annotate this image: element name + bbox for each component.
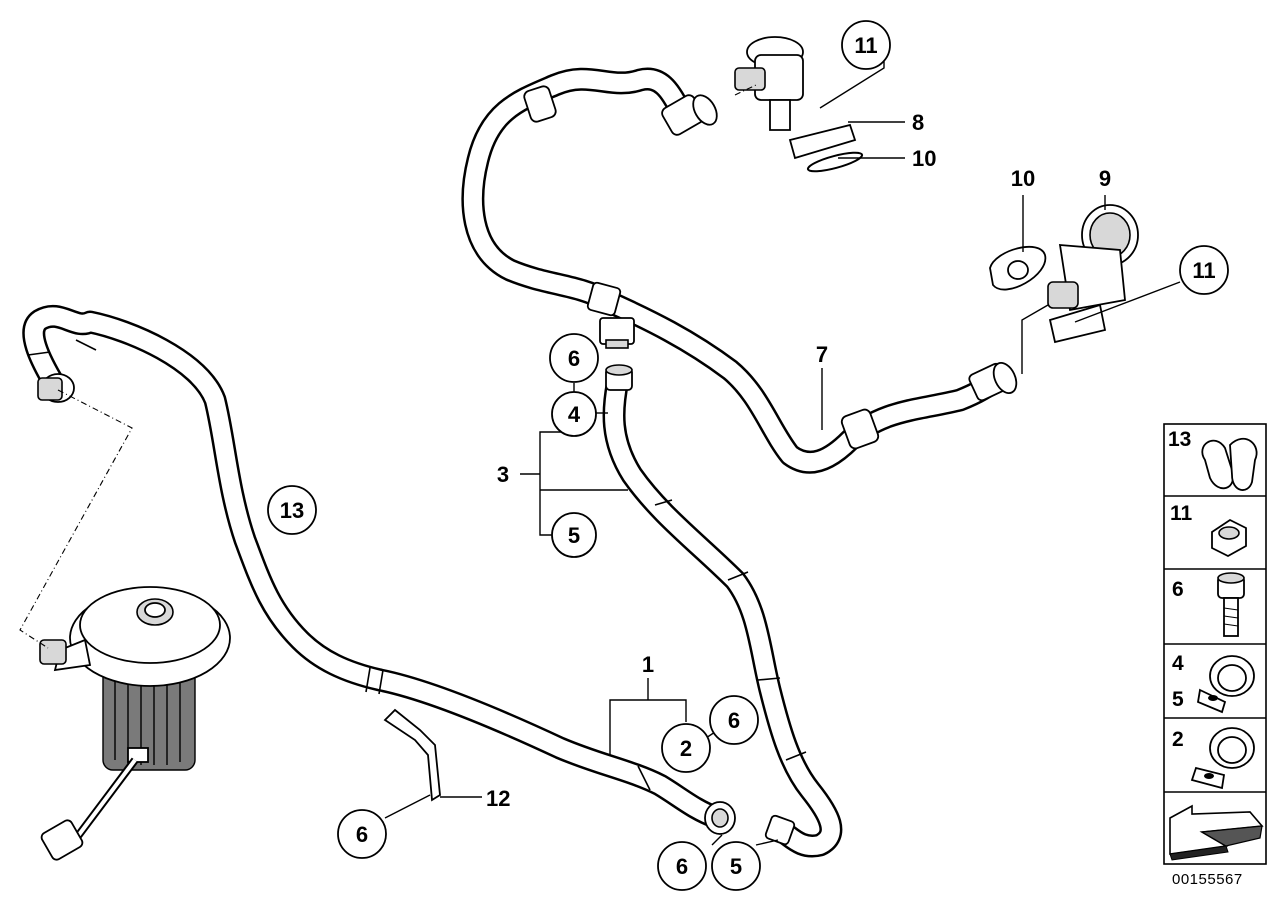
bracket-12: [383, 708, 441, 802]
label-8: 8: [912, 110, 924, 135]
hex-nut-icon: [1211, 518, 1247, 558]
hose-13-connector: [37, 373, 75, 403]
svg-text:13: 13: [1168, 428, 1191, 451]
legend-item-11: 11: [1170, 502, 1247, 558]
legend-item-13: 13: [1168, 428, 1258, 491]
label-10-right: 10: [1011, 166, 1035, 191]
pipe-clamp-icon: [1190, 727, 1255, 790]
callout-5-bottom: 5: [711, 841, 761, 891]
callout-2: 2: [661, 723, 711, 773]
callout-4: 4: [551, 391, 597, 437]
lower-connector: [704, 801, 796, 846]
check-valve-9: [1047, 204, 1139, 344]
air-pump: [39, 586, 231, 771]
svg-text:11: 11: [1192, 258, 1215, 283]
callout-11-right: 11: [1179, 245, 1229, 295]
label-10-top: 10: [912, 146, 936, 171]
svg-text:6: 6: [728, 708, 740, 733]
hex-bolt-icon: [1217, 572, 1245, 637]
label-3: 3: [497, 462, 509, 487]
svg-text:6: 6: [356, 822, 368, 847]
svg-text:4: 4: [568, 402, 581, 427]
t-piece: [599, 317, 635, 349]
svg-text:4: 4: [1172, 652, 1184, 675]
svg-text:2: 2: [1172, 728, 1184, 751]
leader-lines: [384, 58, 1181, 846]
label-12: 12: [486, 786, 510, 811]
hose-7: [461, 67, 1007, 474]
hose-clip-icon: [1201, 438, 1258, 491]
svg-text:13: 13: [280, 498, 304, 523]
pipe-clamp-icon: [1196, 655, 1255, 714]
svg-text:6: 6: [1172, 578, 1184, 601]
svg-text:11: 11: [854, 33, 877, 58]
gasket-10-top: [806, 151, 864, 173]
svg-text:5: 5: [730, 854, 742, 879]
alignment-lines: [19, 84, 757, 649]
callout-5-mid: 5: [551, 512, 597, 558]
gasket-10-right: [989, 246, 1046, 291]
callout-6-right: 6: [709, 695, 759, 745]
svg-text:2: 2: [680, 736, 692, 761]
svg-text:5: 5: [1172, 688, 1184, 711]
callout-13: 13: [267, 485, 317, 535]
check-valve-8: [734, 36, 857, 160]
hose-connector: [605, 364, 633, 391]
legend-item-4-5: 4 5: [1172, 652, 1255, 714]
legend-panel: [1163, 423, 1267, 865]
label-9: 9: [1099, 166, 1111, 191]
svg-text:5: 5: [568, 523, 580, 548]
hose-3: [602, 368, 843, 858]
legend-item-6: 6: [1172, 572, 1245, 637]
valve-8-hose-connector: [661, 94, 718, 136]
valve-9-hose-connector: [968, 361, 1018, 402]
svg-text:6: 6: [568, 346, 580, 371]
callout-11-top: 11: [841, 20, 891, 70]
label-7: 7: [816, 342, 828, 367]
pump-plug: [40, 757, 139, 861]
label-1: 1: [642, 652, 654, 677]
callout-6-mid: 6: [549, 333, 599, 383]
callout-6-bottom: 6: [657, 841, 707, 891]
legend-item-2: 2: [1172, 727, 1255, 790]
svg-text:11: 11: [1170, 502, 1193, 525]
callout-6-bottom-left: 6: [337, 809, 387, 859]
hose-13: [22, 304, 727, 829]
svg-text:6: 6: [676, 854, 688, 879]
document-number: 00155567: [1172, 871, 1243, 888]
direction-arrow-icon: [1169, 804, 1264, 861]
